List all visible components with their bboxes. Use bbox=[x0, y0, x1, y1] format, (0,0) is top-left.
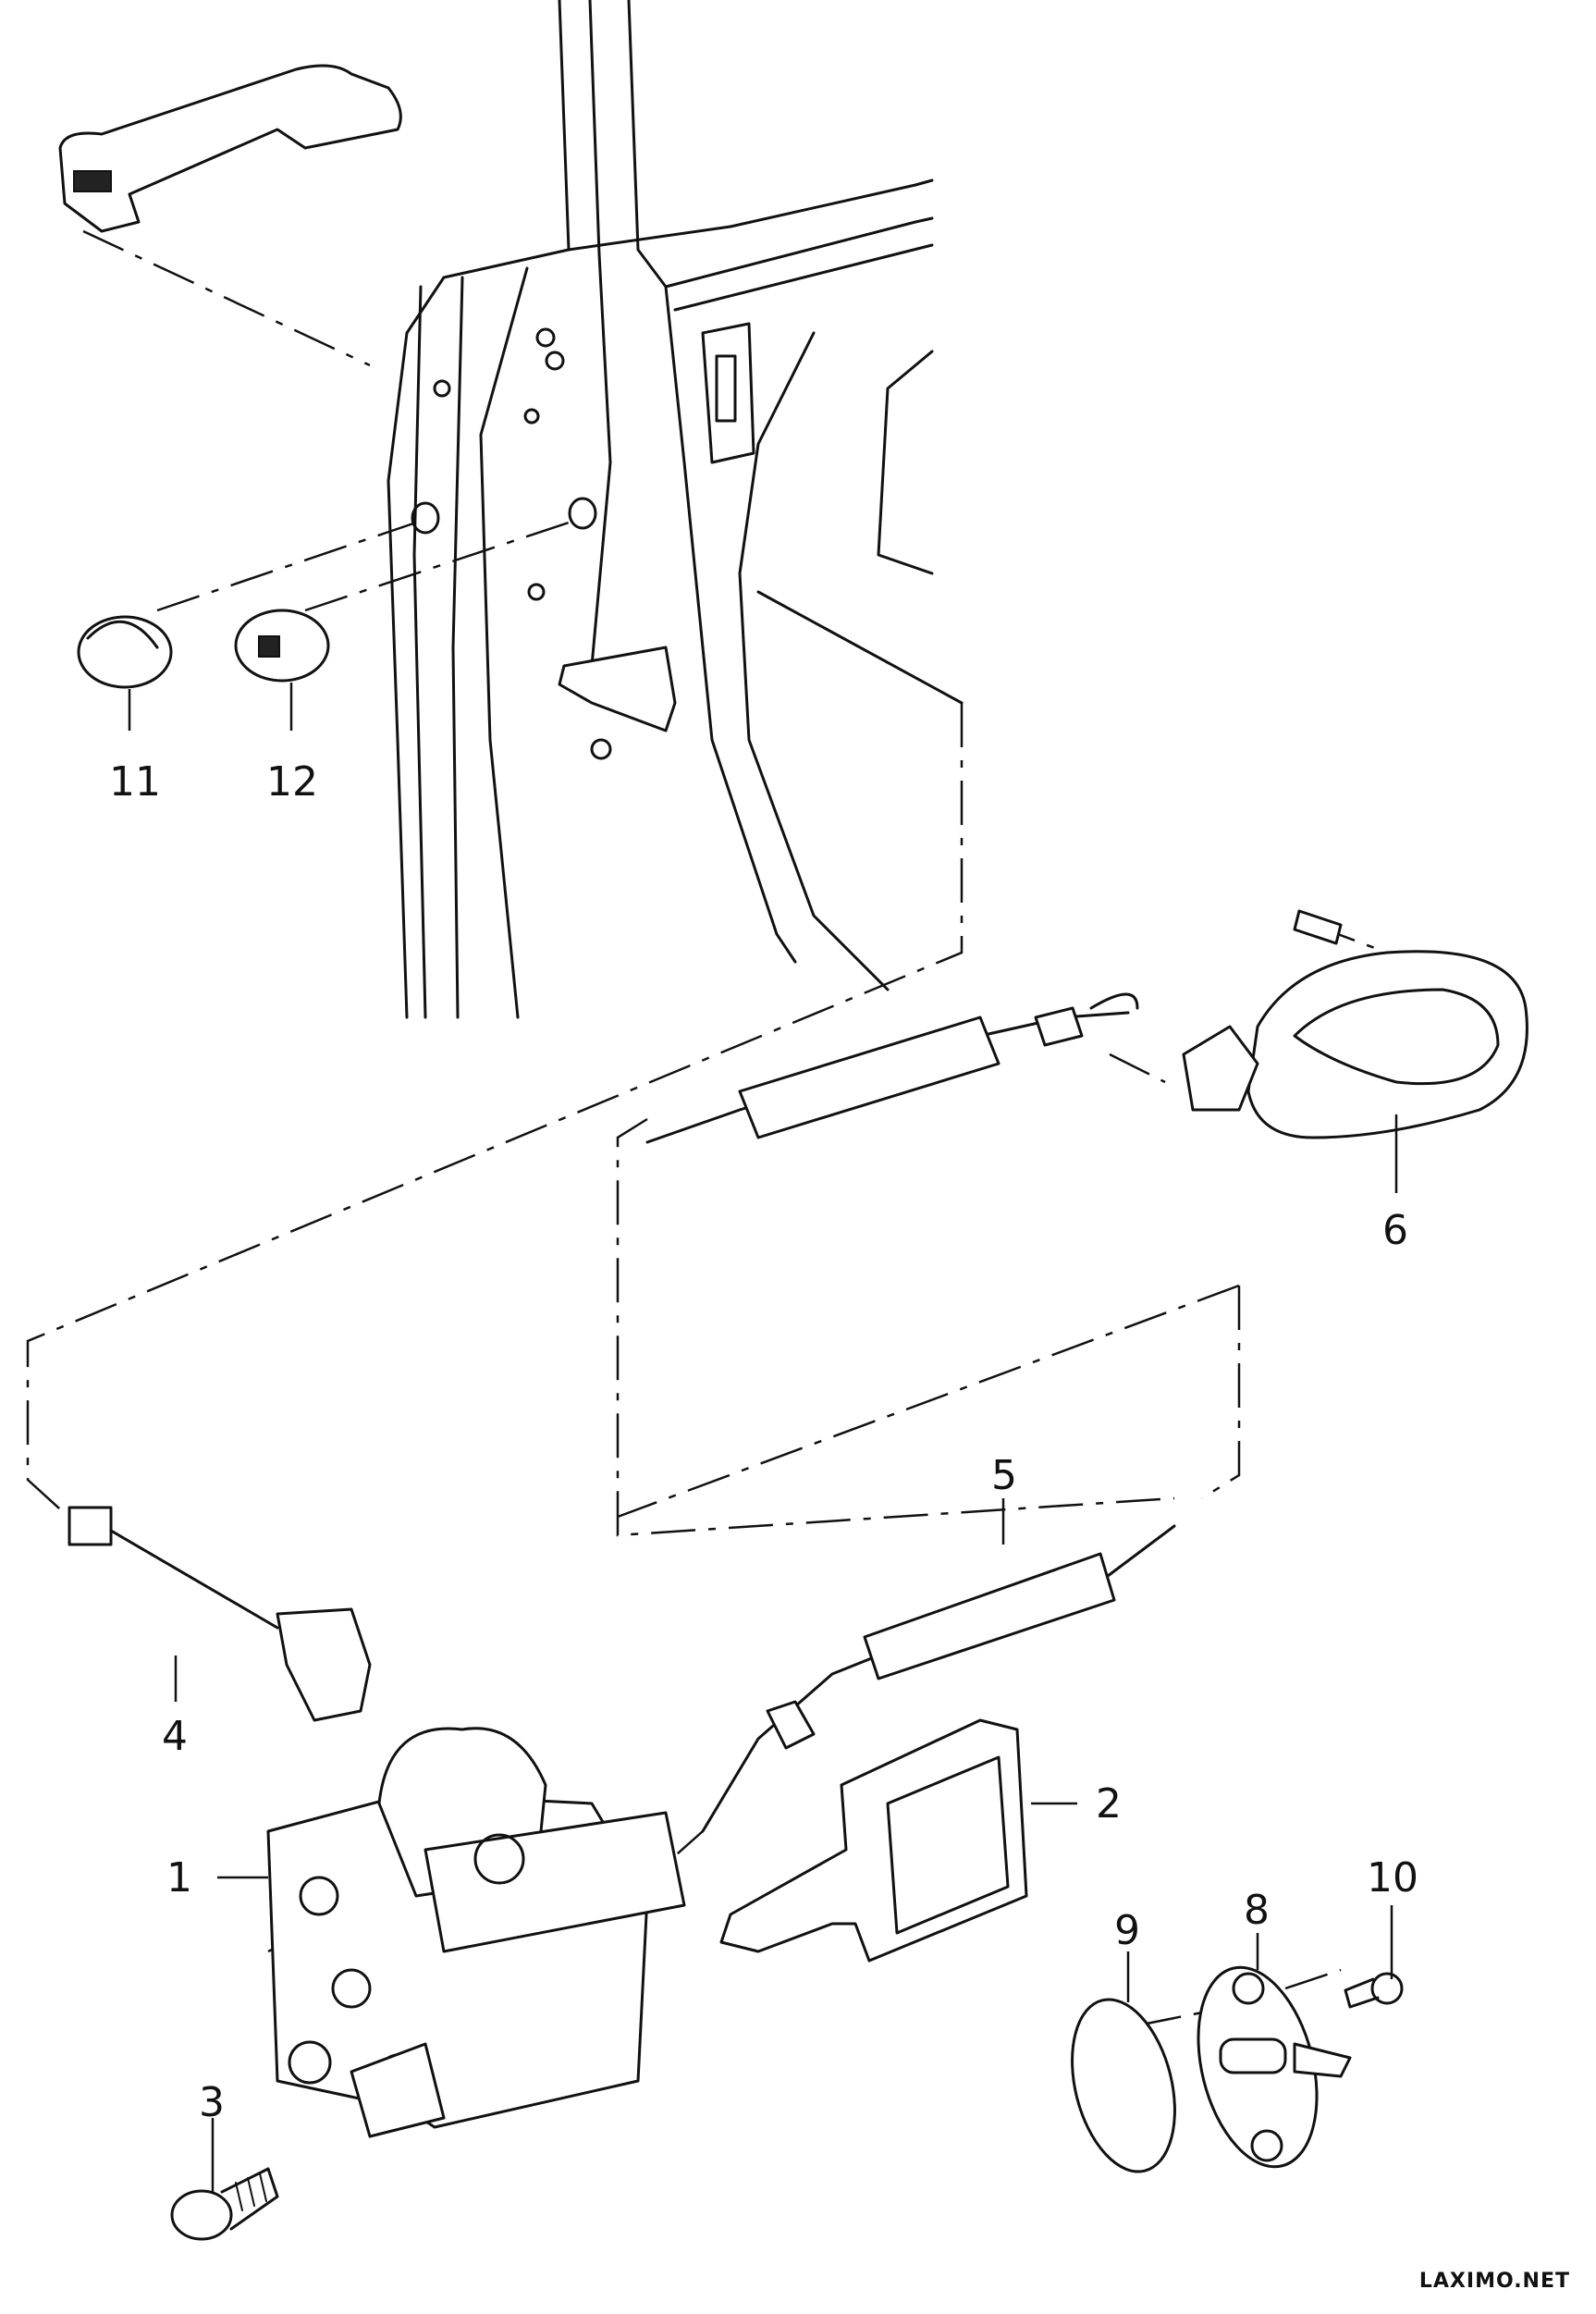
part-2-cover bbox=[719, 1718, 1028, 1963]
callout-numbers: 11 12 6 5 4 2 1 3 9 8 10 bbox=[109, 758, 1418, 2126]
callout-8: 8 bbox=[1244, 1887, 1270, 1934]
part-1-lock bbox=[266, 1727, 686, 2138]
callout-leaders bbox=[128, 683, 1398, 2192]
part-8-striker bbox=[1197, 1965, 1352, 2169]
upper-cable bbox=[645, 992, 1139, 1144]
callout-9: 9 bbox=[1114, 1907, 1140, 1954]
part-11-plug bbox=[77, 615, 173, 689]
callout-2: 2 bbox=[1096, 1780, 1122, 1828]
part-10-bolt bbox=[1344, 1972, 1404, 2009]
callout-11: 11 bbox=[109, 758, 161, 806]
outer-door-handle bbox=[58, 64, 402, 233]
callout-4: 4 bbox=[162, 1713, 188, 1760]
part-5-cable bbox=[701, 1524, 1176, 1833]
callout-5: 5 bbox=[991, 1452, 1017, 1499]
callout-10: 10 bbox=[1367, 1854, 1418, 1902]
callout-6: 6 bbox=[1382, 1207, 1408, 1254]
callout-3: 3 bbox=[199, 2079, 225, 2126]
watermark: LAXIMO.NET bbox=[1418, 2270, 1570, 2293]
callout-1: 1 bbox=[166, 1854, 192, 1902]
part-9-shim bbox=[1071, 1998, 1176, 2173]
part-4-connector bbox=[68, 1506, 372, 1722]
part-12-plug bbox=[234, 609, 330, 683]
door-frame bbox=[387, 0, 964, 1019]
assembly-lines bbox=[26, 229, 1388, 2027]
part-3-screw bbox=[170, 2167, 279, 2241]
callout-12: 12 bbox=[266, 758, 318, 806]
part-6-inner-handle bbox=[1182, 909, 1528, 1139]
